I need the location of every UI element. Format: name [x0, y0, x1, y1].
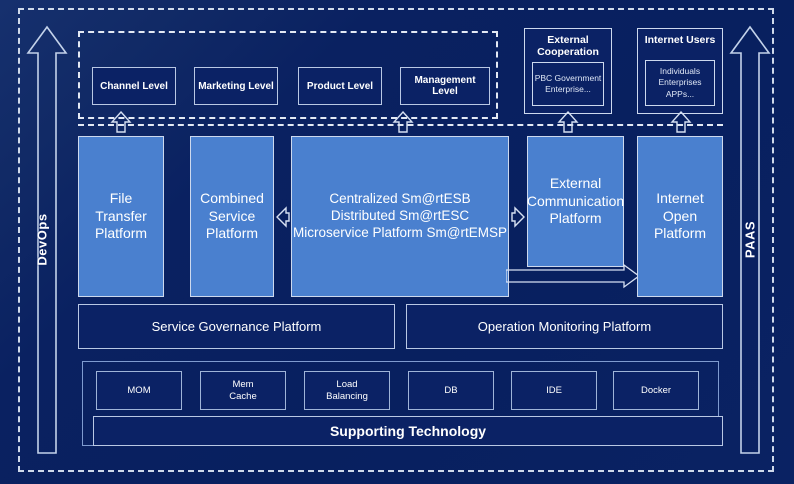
devops-label: DevOps	[34, 213, 50, 266]
level-box-marketing[interactable]: Marketing Level	[194, 67, 278, 105]
internet-users-title: Internet Users	[644, 34, 716, 46]
level-box-product[interactable]: Product Level	[298, 67, 382, 105]
up-arrow-file-transfer	[110, 110, 132, 138]
tech-box-mom-label: MOM	[127, 384, 151, 396]
level-label: Management Level	[414, 75, 476, 97]
tech-box-mom[interactable]: MOM	[96, 371, 182, 410]
level-label: Marketing Level	[198, 80, 274, 92]
outer-dashed-frame	[18, 8, 774, 472]
supporting-technology-label: Supporting Technology	[329, 423, 487, 439]
level-label: Channel Level	[100, 80, 168, 92]
tech-box-ide[interactable]: IDE	[511, 371, 597, 410]
tech-box-db-label: DB	[444, 384, 458, 396]
level-box-channel[interactable]: Channel Level	[92, 67, 176, 105]
flow-arrow-to-internet-open	[505, 263, 641, 295]
up-arrow-centralized	[392, 110, 414, 138]
external-cooperation-title: External Cooperation	[537, 34, 599, 58]
paas-arrow	[729, 24, 771, 456]
tech-box-db[interactable]: DB	[408, 371, 494, 410]
level-label: Product Level	[306, 80, 374, 92]
layer-separator-dashed	[78, 124, 723, 126]
up-arrow-external-comm	[557, 110, 579, 138]
up-arrow-internet-open	[670, 110, 692, 138]
level-box-management[interactable]: Management Level	[400, 67, 490, 105]
service-governance-platform-label: Service Governance Platform	[151, 319, 322, 334]
tech-box-docker-label: Docker	[640, 384, 672, 396]
paas-label: PAAS	[742, 220, 758, 259]
right-arrow-center-to-external	[511, 205, 525, 234]
supporting-technology-bar[interactable]: Supporting Technology	[93, 416, 723, 446]
operation-monitoring-platform-label: Operation Monitoring Platform	[477, 319, 652, 334]
tech-box-ide-label: IDE	[546, 384, 562, 396]
service-governance-platform[interactable]: Service Governance Platform	[78, 304, 395, 349]
operation-monitoring-platform[interactable]: Operation Monitoring Platform	[406, 304, 723, 349]
tech-box-docker[interactable]: Docker	[613, 371, 699, 410]
devops-arrow	[26, 24, 68, 456]
application-layer-region	[78, 31, 498, 119]
left-arrow-combined-to-center	[276, 205, 290, 234]
